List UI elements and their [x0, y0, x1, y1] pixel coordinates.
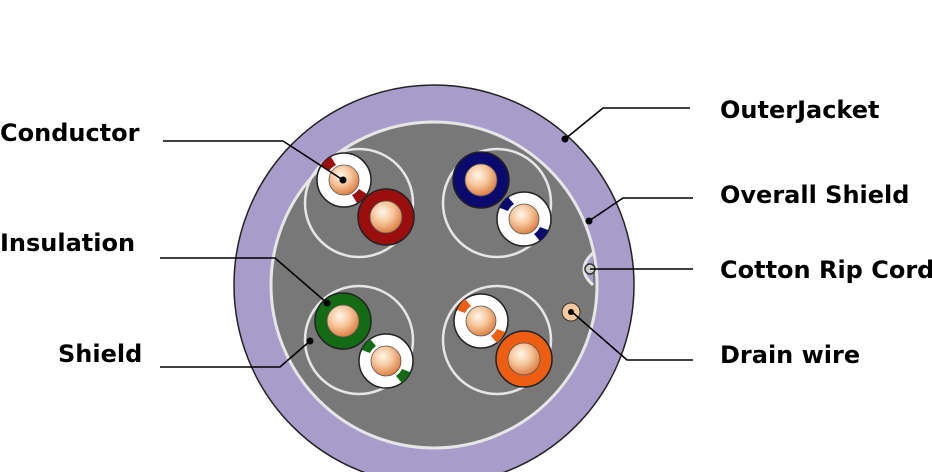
- dot-insulation: [323, 299, 331, 307]
- leader-shield: [160, 340, 311, 368]
- wire-blue-white: [496, 191, 552, 247]
- label-insulation: Insulation: [0, 229, 135, 257]
- label-outer-jacket: OuterJacket: [720, 96, 880, 124]
- wire-brown: [357, 188, 415, 246]
- label-overall-shield: Overall Shield: [720, 181, 909, 209]
- dot-conductor: [339, 176, 347, 184]
- wire-orange-white: [453, 293, 509, 349]
- label-conductor: Conductor: [0, 119, 140, 147]
- leader-overall-shield: [588, 197, 693, 222]
- wire-green: [314, 292, 372, 350]
- label-cotton-rip-cord: Cotton Rip Cord: [720, 256, 932, 284]
- wire-blue: [452, 151, 510, 209]
- pair-shield-brown: [303, 147, 415, 259]
- dot-shield: [306, 337, 314, 345]
- leader-outer-jacket: [564, 107, 690, 140]
- leader-insulation: [160, 257, 328, 304]
- label-shield: Shield: [58, 340, 142, 368]
- dot-outer-jacket: [561, 135, 569, 143]
- leader-conductor: [163, 140, 344, 181]
- drain-wire: [561, 302, 581, 322]
- dot-overall-shield: [585, 217, 593, 225]
- pair-shield-green: [303, 284, 415, 396]
- leader-drain-wire: [571, 311, 693, 361]
- pair-shield-orange: [441, 284, 553, 396]
- wire-green-white: [358, 333, 414, 389]
- wire-orange: [495, 330, 553, 388]
- label-drain-wire: Drain wire: [720, 341, 860, 369]
- pair-shield-blue: [441, 147, 553, 259]
